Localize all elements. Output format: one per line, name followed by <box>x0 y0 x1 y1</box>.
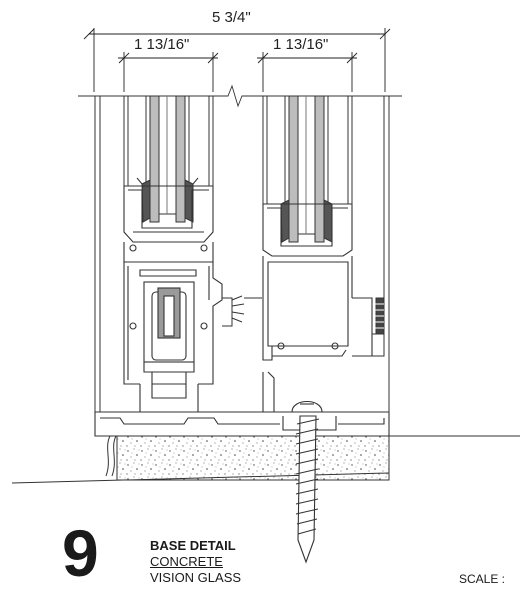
right-frame-profile <box>262 203 373 412</box>
dimension-left-panel-label: 1 13/16" <box>134 36 189 53</box>
anchor-screw <box>291 400 323 564</box>
right-panel-stiles <box>262 96 353 204</box>
break-line <box>78 84 402 108</box>
dimension-left-panel <box>118 52 219 92</box>
detail-title: BASE DETAIL <box>150 538 236 553</box>
weather-strip-left <box>222 295 262 327</box>
detail-number: 9 <box>62 516 99 590</box>
dimension-overall <box>83 28 391 92</box>
left-glazing-gaskets <box>136 177 199 223</box>
dimension-right-panel <box>257 52 358 92</box>
left-panel-stiles <box>123 96 214 186</box>
concrete-slab <box>116 435 390 481</box>
dimension-overall-label: 5 3/4" <box>212 9 251 26</box>
dimension-right-panel-label: 1 13/16" <box>273 36 328 53</box>
sill-track <box>94 384 390 437</box>
right-vision-glass <box>284 95 329 243</box>
detail-note: VISION GLASS <box>150 570 242 585</box>
right-glazing-gaskets <box>280 199 333 243</box>
scale-label: SCALE : <box>459 572 506 586</box>
left-vision-glass <box>145 95 190 223</box>
title-block: BASE DETAIL CONCRETE VISION GLASS <box>150 538 241 586</box>
roller-assembly <box>143 281 195 385</box>
weather-strip-right <box>371 297 385 357</box>
finish-grade-lines <box>11 435 520 484</box>
left-bottom-rail <box>123 185 223 385</box>
detail-subtitle: CONCRETE <box>150 554 223 569</box>
frame-jambs <box>94 96 390 412</box>
